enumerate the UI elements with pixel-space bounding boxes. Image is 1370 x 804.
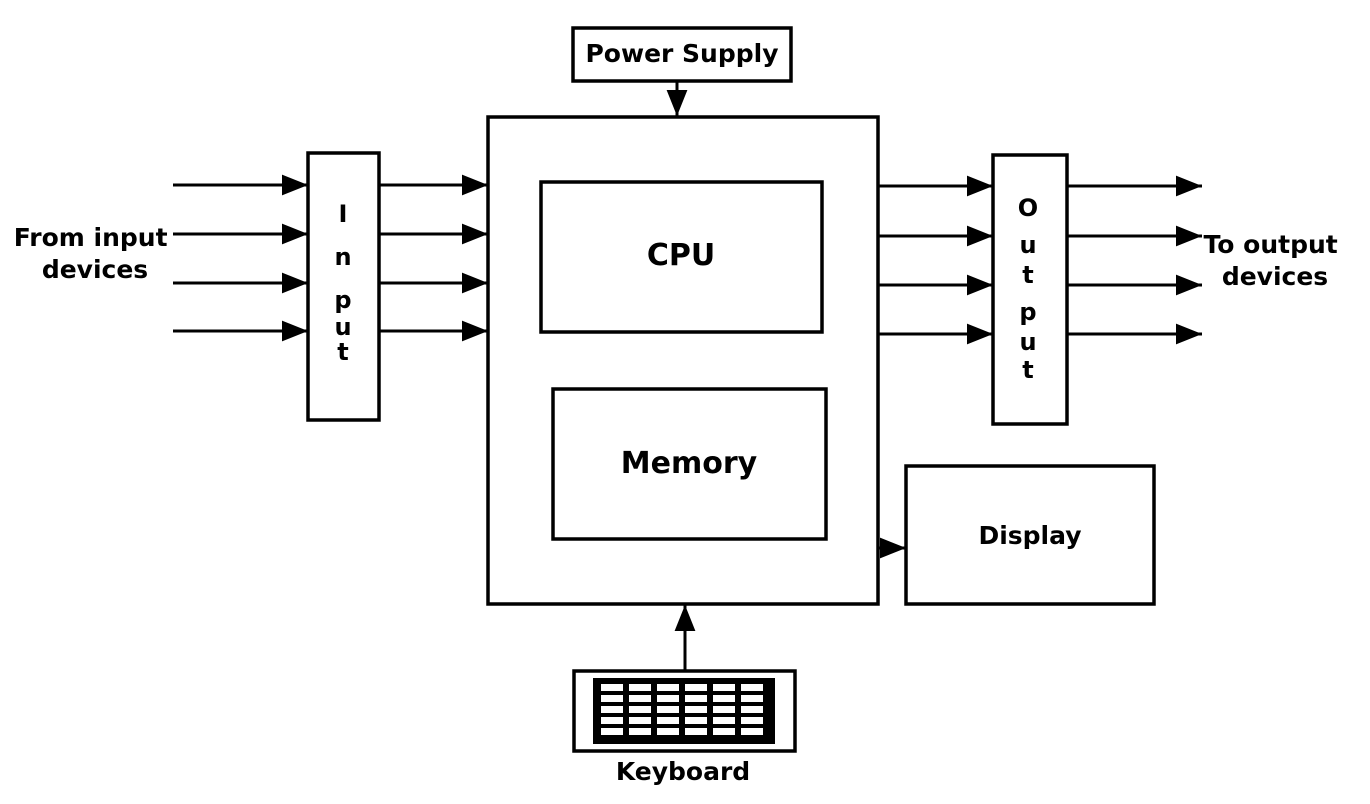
output-label-char: O [1018,194,1038,222]
keyboard-key [657,728,679,735]
keyboard-key [657,684,679,691]
cpu-box [539,180,824,334]
keyboard-key [741,706,763,713]
external-input-arrows [173,174,308,342]
keyboard-key [601,728,623,735]
keyboard-key [713,684,735,691]
system-to-output-arrows [878,175,993,345]
keyboard-key [713,728,735,735]
keyboard-key [685,717,707,724]
keyboard-key [629,684,651,691]
output-label-char: u [1019,231,1036,259]
input-label-char: I [339,200,348,228]
keyboard-key [741,728,763,735]
output-label-char: t [1022,356,1033,384]
keyboard-key [657,695,679,702]
keyboard-key [629,728,651,735]
input-module-box [306,151,381,422]
input-label-char: p [334,286,351,314]
keyboard-key [629,706,651,713]
keyboard-key [657,706,679,713]
external-output-arrows [1067,175,1202,345]
keyboard-key [601,684,623,691]
keyboard-key [601,717,623,724]
display-box [904,464,1156,606]
display-label: Display [978,521,1081,550]
keyboard-key [685,695,707,702]
keyboard-key [741,695,763,702]
keyboard-key [685,706,707,713]
memory-box [551,387,828,541]
keyboard-key [601,695,623,702]
output-label-char: u [1019,328,1036,356]
keyboard-icon [593,678,775,744]
keyboard-key [629,717,651,724]
from-input-devices-label: From input devices [14,223,176,284]
keyboard-key [629,695,651,702]
output-label-char: t [1022,261,1033,289]
keyboard-key [601,706,623,713]
keyboard-key [713,695,735,702]
input-label-char: n [334,243,351,271]
keyboard-label: Keyboard [616,757,750,786]
keyboard-key [741,684,763,691]
power-supply-label: Power Supply [585,39,778,68]
cpu-label: CPU [647,238,715,273]
memory-label: Memory [621,446,758,481]
keyboard-key [685,728,707,735]
output-module-label: O u t p u t [1018,194,1038,384]
keyboard-key [741,717,763,724]
keyboard-key [657,717,679,724]
input-to-system-arrows [379,174,488,342]
power-supply-box [571,26,793,83]
to-output-devices-label: To output devices [1204,230,1347,291]
keyboard-key [713,706,735,713]
input-module-label: I n p u t [334,200,351,366]
keyboard-key [685,684,707,691]
input-label-char: t [337,338,348,366]
input-label-char: u [334,313,351,341]
output-module-box [991,153,1069,426]
output-label-char: p [1019,298,1036,326]
keyboard-key [713,717,735,724]
